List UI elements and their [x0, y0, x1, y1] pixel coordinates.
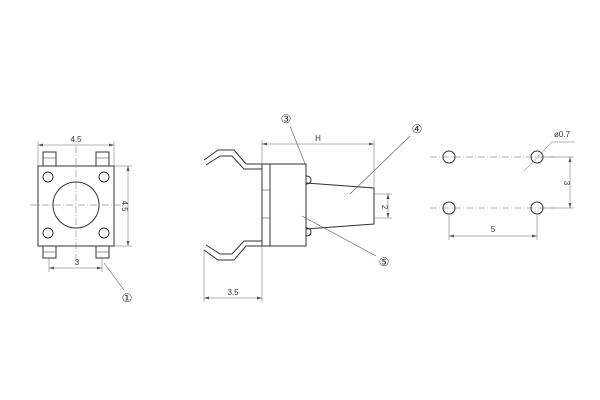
corner-hole	[98, 227, 110, 239]
vertical-pitch-label: 3	[562, 181, 571, 186]
callout-4: ④	[412, 122, 423, 136]
hole-diameter-label: ø0.7	[554, 130, 571, 139]
pcb-layout: ø0.7 3 5	[430, 130, 575, 240]
front-view: 4.5 4.5 3 ①	[30, 135, 132, 305]
front-height-label: 4.5	[120, 200, 129, 212]
corner-hole	[42, 227, 54, 239]
lower-lead	[203, 245, 262, 261]
corner-hole	[98, 171, 110, 183]
side-body	[269, 163, 307, 247]
horizontal-pitch-label: 5	[491, 225, 496, 234]
upper-lead	[203, 149, 262, 165]
front-width-label: 4.5	[70, 135, 82, 144]
mounting-plate	[261, 163, 271, 247]
stem	[305, 182, 375, 230]
pin-top-right	[95, 151, 110, 167]
corner-hole	[42, 171, 54, 183]
stem-dimension-label: 2	[380, 205, 389, 210]
pin-top-left	[42, 151, 57, 167]
side-view: H 2 3.5 ③ ④ ⑤	[203, 112, 423, 302]
pin-pitch-label: 3	[75, 258, 80, 267]
overall-height-label: H	[315, 134, 321, 143]
callout-3: ③	[281, 112, 292, 126]
lead-length-label: 3.5	[227, 288, 239, 297]
callout-5: ⑤	[379, 255, 390, 269]
pcb-hole	[442, 150, 456, 164]
callout-1: ①	[122, 291, 133, 305]
